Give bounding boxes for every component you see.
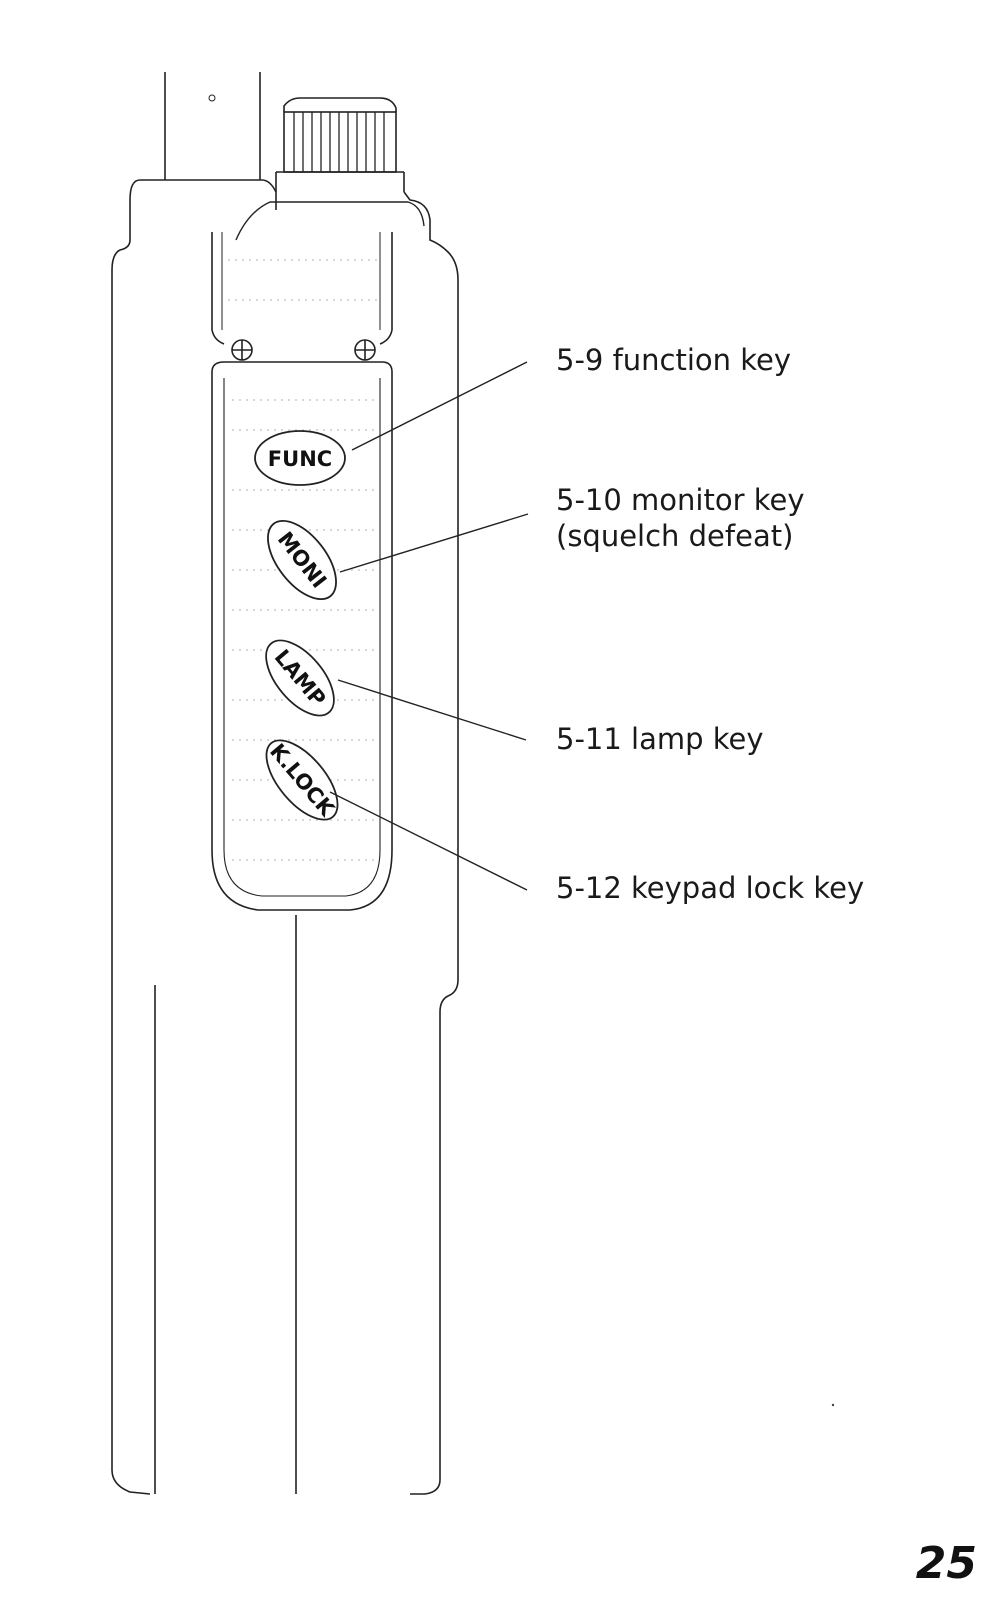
key-panel-inner <box>223 378 381 897</box>
leader-line-lamp <box>337 679 527 741</box>
lamp-key[interactable]: LAMP <box>253 629 346 728</box>
callout-monitor-key: 5-10 monitor key <box>556 483 805 517</box>
body-right-outline <box>403 191 459 1495</box>
body-left-outline <box>111 179 151 1495</box>
callout-function-key: 5-9 function key <box>556 343 792 377</box>
knob-top <box>283 97 397 112</box>
callout-keypad-lock-key: 5-12 keypad lock key <box>556 871 865 905</box>
func-key[interactable]: FUNC <box>254 430 346 486</box>
callout-monitor-key-sub: (squelch defeat) <box>556 519 794 553</box>
moni-key[interactable]: MONI <box>255 509 349 611</box>
antenna-hole <box>208 94 216 102</box>
knob-ribs <box>283 111 397 173</box>
key-panel-outer <box>211 361 393 911</box>
leader-line-keylock <box>329 791 528 891</box>
page-number: 25 <box>915 1538 977 1589</box>
callout-lamp-key: 5-11 lamp key <box>556 722 764 756</box>
specks <box>831 1403 835 1407</box>
leader-line-monitor <box>339 513 529 573</box>
func-key-label: FUNC <box>268 447 332 471</box>
leader-line-function <box>351 361 528 451</box>
